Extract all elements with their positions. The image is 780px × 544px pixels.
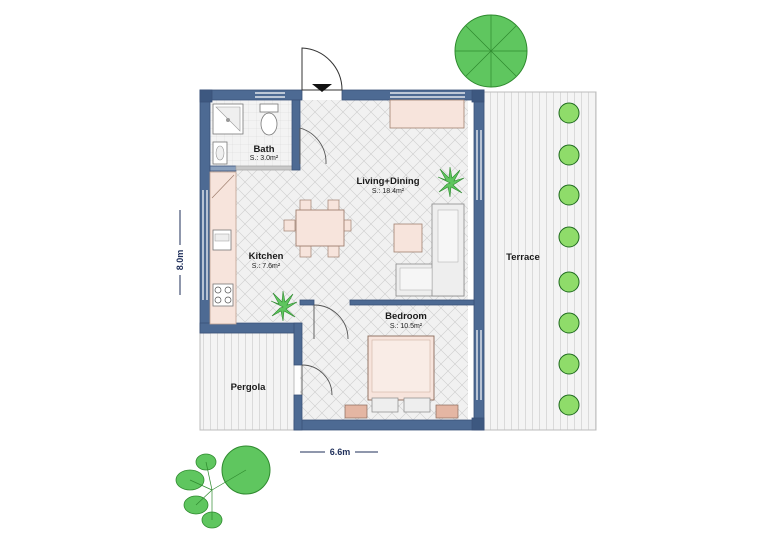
tree-icon: [454, 14, 528, 88]
terrace-deck: [483, 91, 597, 431]
plant-icon: [270, 290, 298, 322]
room-labels: Bath S.: 3.0m² Living+Dining S.: 18.4m² …: [175, 144, 540, 457]
room-name-bedroom: Bedroom: [385, 311, 427, 322]
room-area-bedroom: S.: 10.5m²: [390, 323, 423, 330]
plant-icon: [437, 166, 465, 198]
room-name-terrace: Terrace: [506, 252, 540, 263]
bedroom-door: [301, 304, 349, 396]
dining-table: [283, 199, 352, 258]
room-area-living-dining: S.: 18.4m²: [372, 188, 405, 195]
bath-door: [299, 127, 327, 165]
shrub-icons: [558, 102, 580, 416]
dimension-lines: [179, 210, 378, 453]
dimension-width: 6.6m: [330, 447, 351, 457]
pergola-deck: [199, 332, 295, 431]
bed: [344, 335, 459, 419]
kitchen-counter: [209, 171, 237, 325]
room-name-living-dining: Living+Dining: [356, 176, 419, 187]
room-name-kitchen: Kitchen: [249, 251, 284, 262]
bath-fixtures: [212, 103, 279, 165]
dimension-height: 8.0m: [175, 250, 185, 271]
windows: [202, 92, 482, 400]
walls: [199, 89, 485, 431]
sideboard: [389, 99, 465, 129]
room-area-bath: S.: 3.0m²: [250, 155, 279, 162]
entrance-door: [301, 47, 343, 92]
room-name-pergola: Pergola: [231, 382, 267, 393]
room-area-kitchen: S.: 7.6m²: [252, 263, 281, 270]
room-name-bath: Bath: [253, 144, 274, 155]
sofa: [393, 203, 465, 297]
tree-icon: [175, 445, 271, 529]
